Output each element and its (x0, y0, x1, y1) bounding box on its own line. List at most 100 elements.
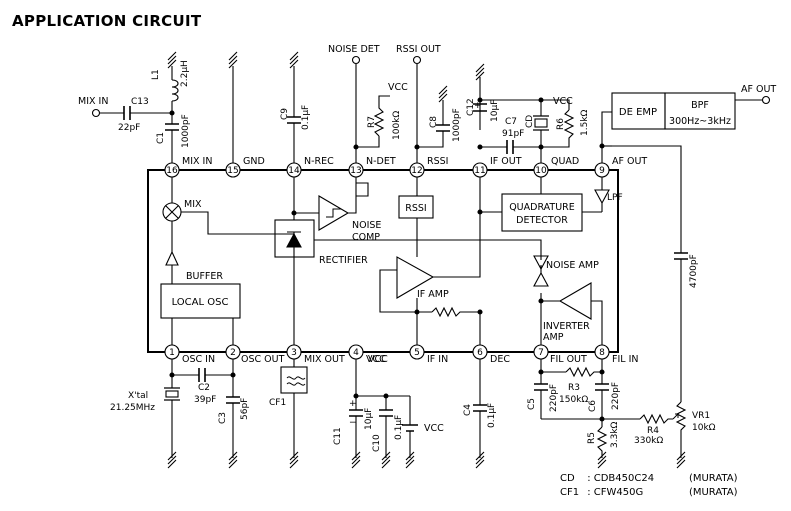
gnd-c11-icon (351, 451, 361, 469)
c4-value: 0.1μF (487, 403, 497, 428)
c5-value: 220pF (549, 384, 559, 412)
c2-symbol (198, 368, 206, 382)
gnd-c8-icon (438, 85, 448, 103)
c12-ref: C12 (466, 98, 476, 116)
ic-body (147, 169, 619, 353)
de-emp-label: DE EMP (619, 107, 657, 118)
quad-det-label-2: DETECTOR (516, 215, 568, 226)
pin-name-if-out: IF OUT (490, 156, 522, 167)
gnd-c3-icon (228, 451, 238, 469)
c5-symbol (534, 383, 548, 391)
c13-ref: C13 (131, 97, 149, 107)
local-osc-block (160, 283, 241, 319)
pin-name-vcc: VCC (366, 354, 386, 365)
r6-symbol (541, 109, 575, 148)
gnd-c9-icon (289, 51, 299, 69)
gnd-c4-icon (475, 451, 485, 469)
svg-text:+: + (474, 101, 482, 111)
c8-symbol (436, 124, 450, 132)
c10-symbol (379, 409, 393, 417)
pin-num-11: 11 (474, 166, 485, 176)
r3-value: 150kΩ (559, 395, 588, 405)
lpf-symbol (594, 189, 610, 205)
rssi-label: RSSI (405, 203, 426, 214)
c9-value: 0.1μF (301, 105, 311, 130)
pin-name-rssi: RSSI (427, 156, 448, 167)
pin-num-1: 1 (169, 348, 175, 358)
mix-in-terminal[interactable] (91, 108, 101, 118)
noise-comp-label-1: NOISE (352, 220, 381, 231)
pin-num-5: 5 (414, 348, 420, 358)
c10-value: 0.1μF (394, 415, 404, 440)
pin-num-2: 2 (230, 348, 236, 358)
inverter-amp-label-1: INVERTER (543, 321, 590, 332)
c3-value: 56pF (240, 398, 250, 420)
inverter-amp-symbol (558, 282, 592, 320)
l1-ref: L1 (151, 69, 161, 80)
rssi-out-terminal[interactable] (412, 55, 422, 65)
r3-ref: R3 (568, 383, 580, 393)
c2-value: 39pF (194, 395, 216, 405)
c6-symbol (595, 383, 609, 391)
c11-value: 10μF (364, 408, 374, 430)
vr1-value: 10kΩ (692, 423, 716, 433)
xtal-ref: X'tal (128, 391, 148, 401)
vcc-r7-label: VCC (388, 82, 408, 93)
c1-ref: C1 (156, 132, 166, 144)
pin-name-dec: DEC (490, 354, 510, 365)
rectifier-label: RECTIFIER (319, 255, 368, 266)
r5-value: 3.3kΩ (610, 421, 620, 448)
if-amp-label: IF AMP (417, 289, 449, 300)
r4-value: 330kΩ (634, 436, 663, 446)
noise-comp-label-2: COMP (352, 232, 380, 243)
bpf-block (664, 92, 736, 130)
part-notes: CD : CDB450C24 (MURATA) CF1 : CFW450G (M… (560, 472, 737, 500)
c2-ref: C2 (198, 383, 210, 393)
pin-name-mix-in: MIX IN (182, 156, 212, 167)
pin-num-6: 6 (477, 348, 483, 358)
vcc-bottom-label: VCC (424, 423, 444, 434)
r3-symbol (565, 366, 602, 378)
page-title: APPLICATION CIRCUIT (12, 12, 202, 30)
c11-symbol (349, 409, 363, 417)
gnd-15-icon (228, 51, 238, 69)
top-pins (164, 162, 610, 178)
note-cf1-part: CFW450G (593, 487, 644, 498)
c3-symbol (226, 396, 240, 404)
c5-ref: C5 (527, 398, 537, 410)
cd-ref: CD (525, 115, 535, 128)
pin-num-8: 8 (599, 348, 605, 358)
c8-ref: C8 (429, 116, 439, 128)
r5-ref: R5 (587, 432, 597, 444)
note-cd-part: CDB450C24 (593, 473, 655, 484)
pin-num-10: 10 (535, 166, 547, 176)
gnd-vcc-icon (405, 451, 415, 469)
svg-text:+: + (349, 399, 357, 409)
pin-num-4: 4 (353, 348, 359, 358)
noise-det-label: NOISE DET (328, 44, 380, 55)
pin-name-mix-out: MIX OUT (304, 354, 345, 365)
pin-num-12: 12 (411, 166, 422, 176)
c1-value: 1000pF (181, 114, 191, 148)
noise-det-terminal[interactable] (351, 55, 361, 65)
c8-value: 1000pF (452, 108, 462, 142)
af-out-label: AF OUT (741, 84, 776, 95)
gnd-vr1-icon (676, 451, 686, 469)
c4-symbol (473, 404, 487, 412)
c4-ref: C4 (463, 404, 473, 416)
pin-name-quad: QUAD (551, 156, 579, 167)
af-out-terminal[interactable] (761, 95, 771, 105)
note-cd: CD : CDB450C24 (MURATA) (560, 472, 737, 486)
lpf-label: LPF (607, 193, 623, 203)
buffer-symbol (165, 250, 179, 266)
cf1-filter (280, 366, 308, 394)
c9-symbol (287, 116, 301, 124)
note-cd-sep: : (587, 473, 591, 484)
note-cf1: CF1 : CFW450G (MURATA) (560, 486, 737, 500)
pin-num-15: 15 (227, 166, 238, 176)
quad-det-label-1: QUADRATURE (509, 202, 575, 213)
cd-resonator (534, 118, 548, 128)
pin-name-fil-out: FIL OUT (550, 354, 587, 365)
if-amp-symbol (396, 256, 435, 299)
